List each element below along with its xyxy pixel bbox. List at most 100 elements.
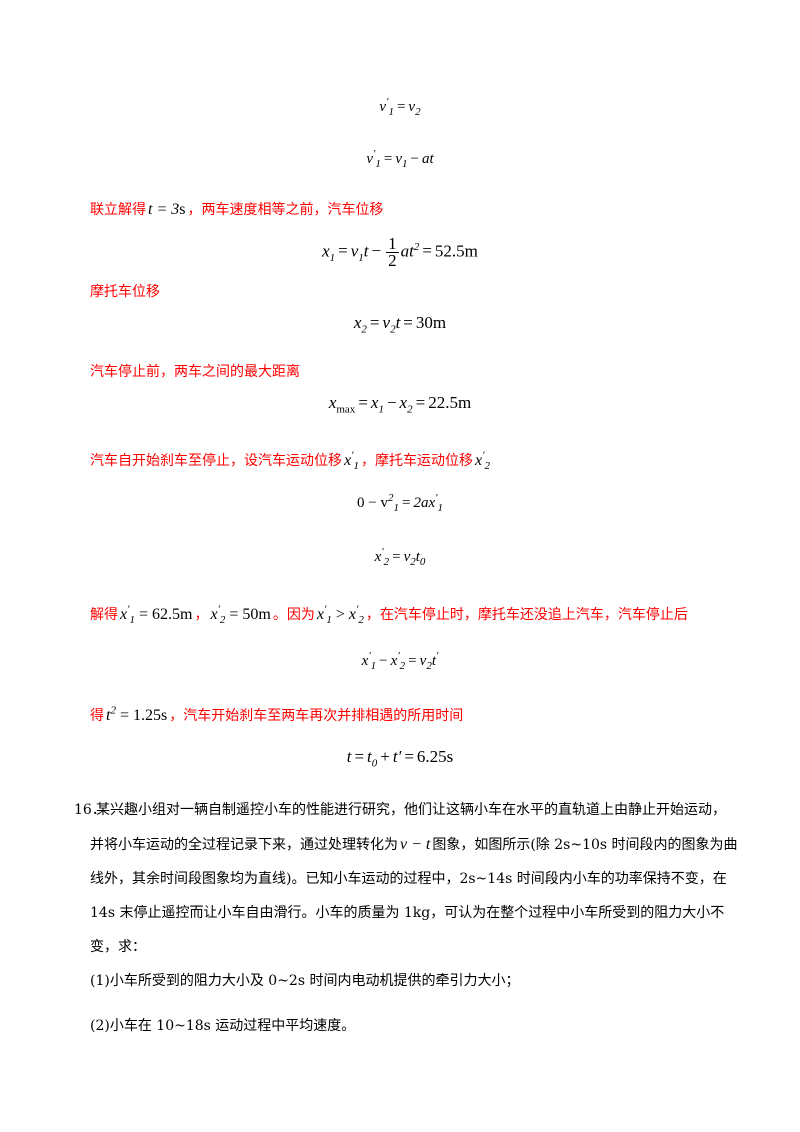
question-number: 16． bbox=[74, 802, 106, 818]
math-var: t bbox=[106, 707, 111, 724]
eq-var: 0 − v bbox=[357, 495, 388, 511]
inline-math: x'1 = 62.5m bbox=[118, 603, 194, 626]
equation-velocity-equal: v'1=v2 bbox=[379, 96, 421, 118]
eq-var: 2ax bbox=[413, 495, 436, 511]
eq-sub: 2 bbox=[426, 660, 432, 672]
math-op: > bbox=[335, 606, 345, 623]
eq-sub: 2 bbox=[399, 660, 406, 672]
fraction-denominator: 2 bbox=[388, 251, 397, 270]
eq-var: x bbox=[353, 313, 362, 332]
math-prime: ' bbox=[323, 603, 327, 616]
text-fragment: 联立解得 bbox=[90, 202, 146, 218]
solution-text-moto: 摩托车位移 bbox=[90, 284, 160, 300]
text-fragment: ，两车速度相等之前，汽车位移 bbox=[187, 202, 384, 218]
eq-var: at bbox=[421, 151, 434, 167]
eq-var: t bbox=[395, 313, 401, 332]
eq-sub: 2 bbox=[407, 403, 413, 416]
text-fragment: 并将小车运动的全过程记录下来，通过处理转化为 bbox=[90, 837, 398, 853]
inline-math: v − t bbox=[400, 836, 431, 853]
eq-var: t′ bbox=[392, 747, 402, 766]
eq-sub: 1 bbox=[393, 502, 399, 514]
eq-prime: ' bbox=[386, 96, 389, 108]
inline-math: x'1 bbox=[342, 449, 361, 473]
equation-after-stop: x'1−x'2=v2t' bbox=[361, 650, 439, 672]
text-fragment: 得 bbox=[90, 708, 104, 724]
text-fragment: ，摩托车运动位移 bbox=[360, 453, 473, 469]
eq-prime: ' bbox=[368, 650, 371, 662]
eq-var: v bbox=[419, 653, 427, 669]
eq-sub: 1 bbox=[370, 660, 377, 672]
math-prime: ' bbox=[351, 449, 354, 462]
math-var: x bbox=[316, 606, 324, 623]
text-fragment: ， bbox=[194, 607, 209, 623]
text-fragment: ，在汽车停止时，摩托车还没追上汽车，汽车停止后 bbox=[365, 607, 688, 623]
math-sub: 1 bbox=[353, 460, 359, 473]
question-line-1: 某兴趣小组对一辆自制遥控小车的性能进行研究，他们让这辆小车在水平的直轨道上由静止… bbox=[96, 802, 726, 818]
eq-var: v bbox=[395, 151, 403, 167]
eq-sub: 1 bbox=[402, 158, 408, 170]
fraction-numerator: 1 bbox=[386, 234, 399, 253]
math-sub: 2 bbox=[484, 460, 490, 473]
eq-sub: 1 bbox=[388, 106, 394, 118]
math-value: = 1.25s bbox=[119, 707, 168, 724]
eq-prime: ' bbox=[397, 650, 400, 662]
eq-prime: ' bbox=[381, 546, 384, 558]
eq-sup: 2 bbox=[413, 240, 420, 253]
eq-var: at bbox=[400, 241, 414, 261]
eq-sub: 2 bbox=[390, 323, 396, 336]
eq-result: 6.25s bbox=[416, 747, 454, 766]
question-sub-2: (2)小车在 10~18s 运动过程中平均速度。 bbox=[90, 1018, 356, 1034]
math-prime: ' bbox=[127, 603, 130, 616]
equation-braking-kinematics: 0 − v21=2ax'1 bbox=[357, 492, 443, 514]
inline-math: x'1 > x'2 bbox=[315, 603, 366, 626]
eq-var: t bbox=[346, 747, 352, 766]
text-fragment: 图象，如图所示(除 2s~10s 时间段内的图象为曲 bbox=[432, 837, 738, 853]
eq-prime: ' bbox=[435, 492, 438, 504]
eq-sub: 2 bbox=[415, 106, 421, 118]
question-line-5: 变，求： bbox=[90, 939, 146, 955]
math-value: = 62.5m bbox=[138, 606, 193, 623]
question-sub-1: (1)小车所受到的阻力大小及 0~2s 时间内电动机提供的牵引力大小； bbox=[90, 973, 520, 989]
inline-math: x'2 bbox=[473, 449, 492, 473]
math-var: x bbox=[474, 452, 483, 469]
math-var: x bbox=[348, 606, 356, 623]
eq-var: v bbox=[366, 151, 374, 167]
equation-max-distance: xmax=x1−x2=22.5m bbox=[328, 393, 472, 416]
eq-sub: 1 bbox=[358, 251, 364, 264]
inline-math: x'2 = 50m bbox=[208, 604, 272, 627]
eq-var: t bbox=[367, 747, 372, 766]
eq-sub: 1 bbox=[437, 502, 443, 514]
math-var: x bbox=[344, 452, 352, 469]
inline-math: t = 3s bbox=[146, 201, 187, 218]
math-sub: 2 bbox=[219, 614, 226, 627]
eq-op: = bbox=[422, 241, 432, 261]
equation-moto-displacement: x2=v2t=30m bbox=[353, 313, 447, 336]
eq-result: 30m bbox=[415, 313, 447, 332]
eq-result: 52.5m bbox=[434, 241, 478, 261]
eq-sub: 1 bbox=[329, 251, 336, 264]
text-fragment: 。因为 bbox=[272, 607, 315, 623]
eq-var: t bbox=[363, 241, 369, 261]
math-prime: ' bbox=[482, 449, 485, 462]
eq-var: v bbox=[403, 549, 411, 565]
eq-op: + bbox=[380, 747, 390, 766]
text-fragment: 汽车自开始刹车至停止，设汽车运动位移 bbox=[90, 453, 342, 469]
solution-text-max-distance: 汽车停止前，两车之间的最大距离 bbox=[90, 364, 300, 380]
eq-var: x bbox=[361, 653, 369, 669]
eq-var: x bbox=[322, 241, 330, 261]
eq-var: x bbox=[370, 393, 379, 412]
text-fragment: 解得 bbox=[90, 607, 118, 623]
math-expression: t = 3 bbox=[148, 201, 180, 218]
equation-moto-braking-displacement: x'2=v2t0 bbox=[374, 546, 426, 568]
eq-var: t bbox=[415, 549, 420, 565]
math-prime: ' bbox=[355, 603, 359, 616]
question-line-4: 14s 末停止遥控而让小车自由滑行。小车的质量为 1kg，可认为在整个过程中小车… bbox=[90, 905, 725, 921]
eq-sup: 2 bbox=[387, 492, 394, 504]
eq-op: − bbox=[371, 241, 382, 261]
text-fragment: ，汽车开始刹车至两车再次并排相遇的所用时间 bbox=[169, 708, 464, 724]
